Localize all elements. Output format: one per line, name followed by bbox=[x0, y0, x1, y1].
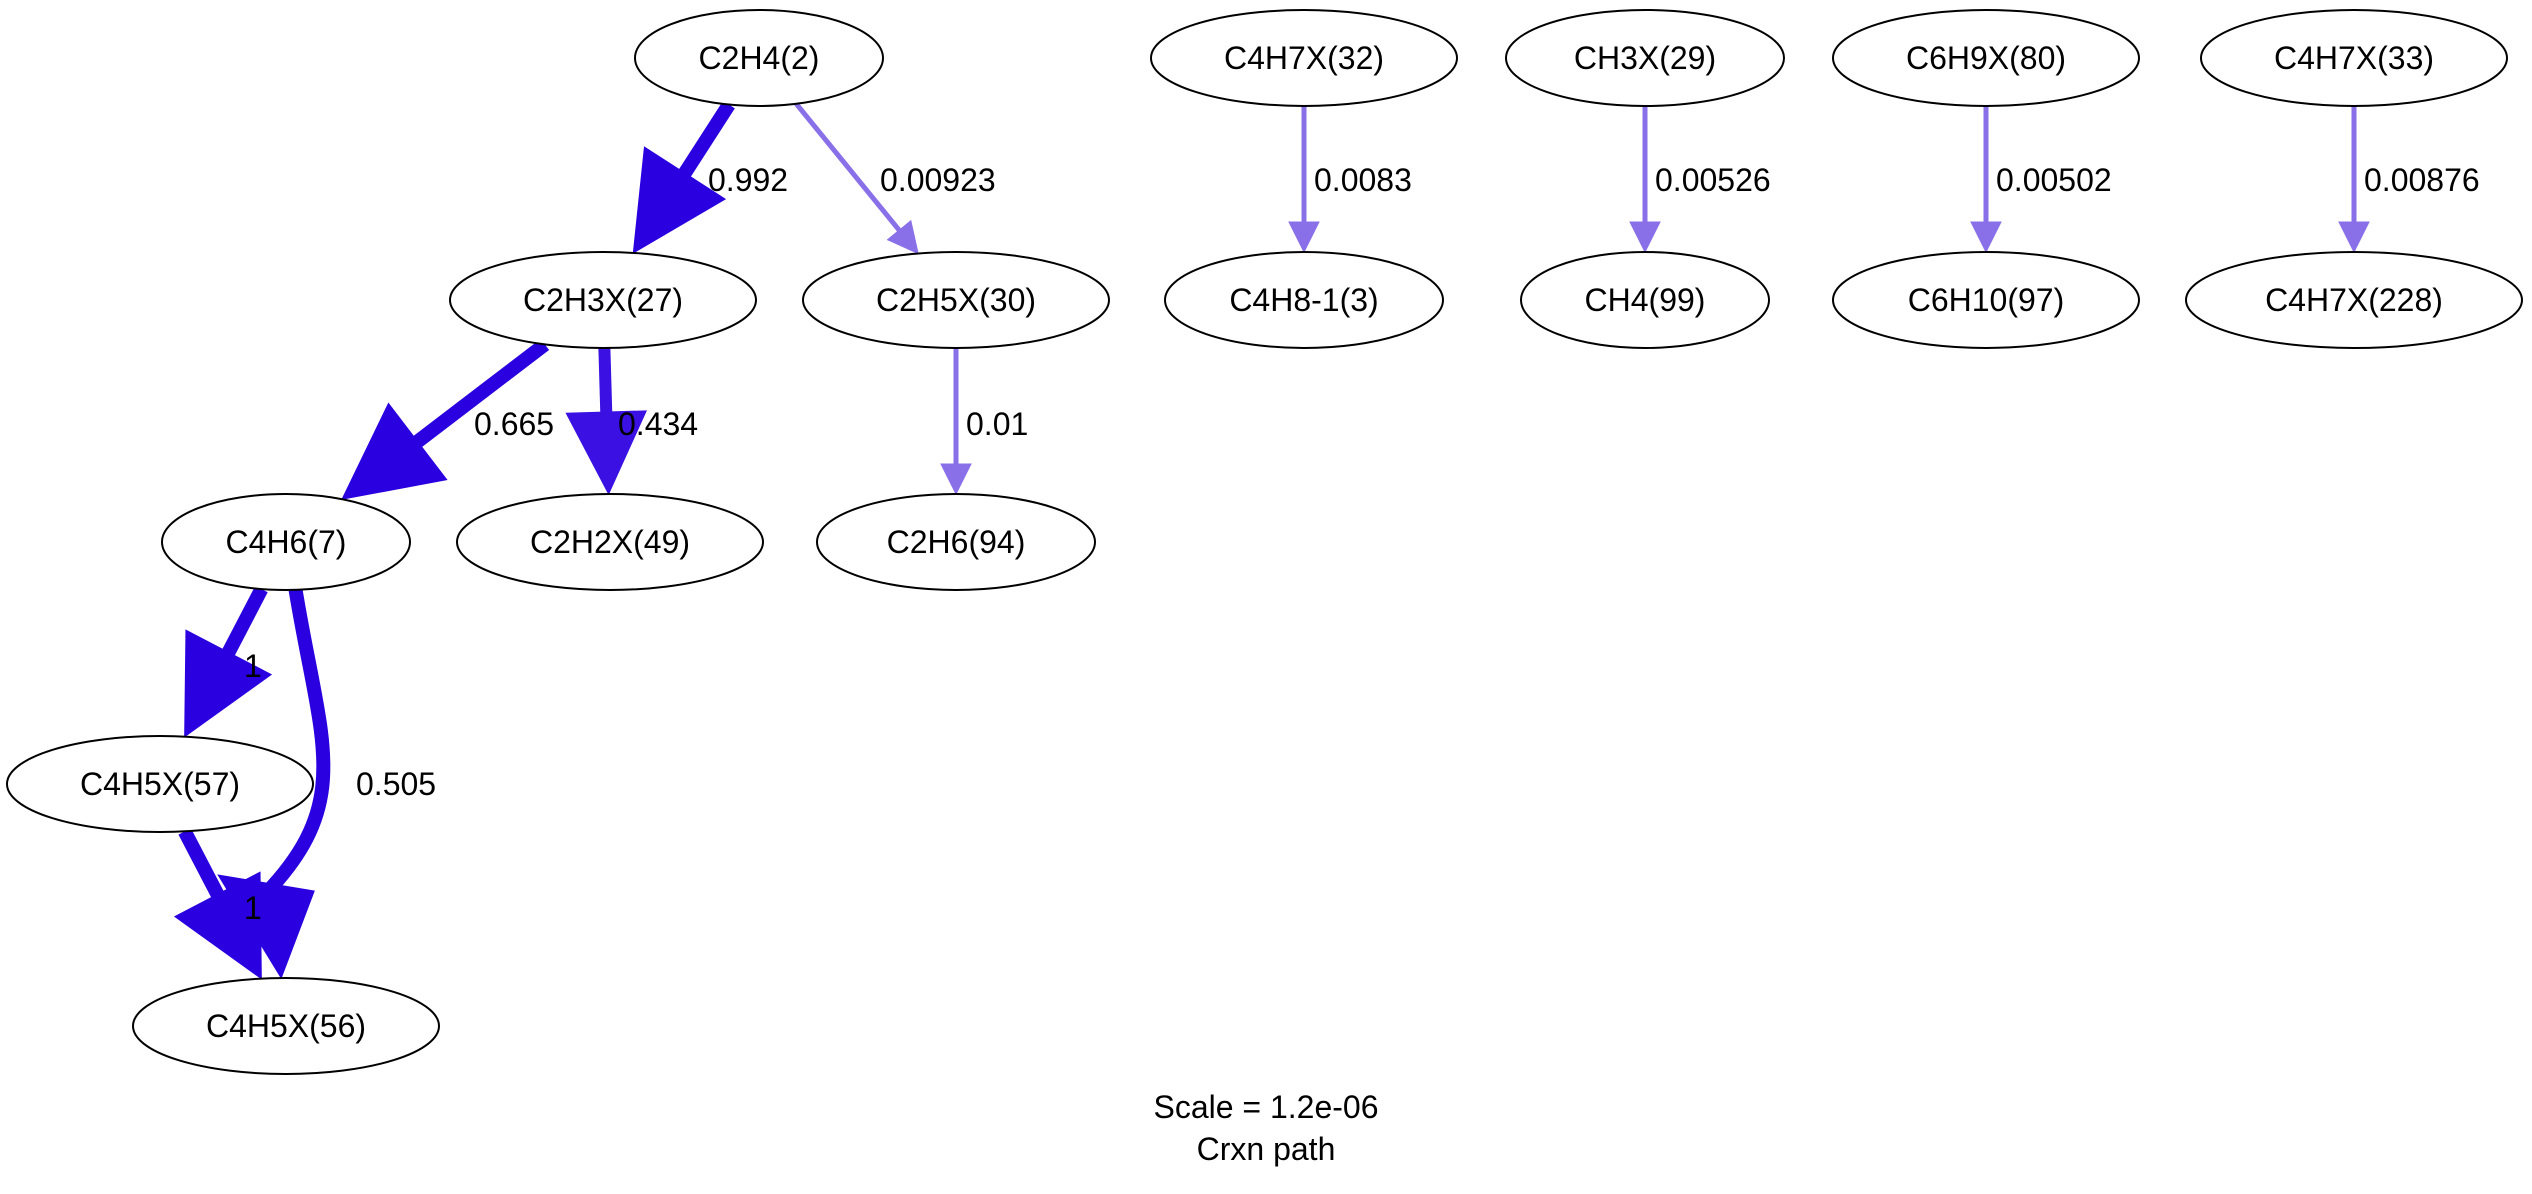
edge-C2H4_2-to-C2H3X_27: 0.992 bbox=[632, 100, 788, 254]
node-C2H2X_49: C2H2X(49) bbox=[456, 493, 764, 591]
node-ellipse bbox=[6, 735, 314, 833]
edge-C6H9X_80-to-C6H10_97: 0.00502 bbox=[1970, 106, 2112, 254]
node-ellipse bbox=[132, 977, 440, 1075]
arrowhead bbox=[940, 463, 972, 496]
arrowhead bbox=[173, 871, 262, 980]
node-ellipse bbox=[816, 493, 1096, 591]
node-ellipse bbox=[1150, 9, 1458, 107]
node-ellipse bbox=[1832, 251, 2140, 349]
edge-line bbox=[221, 585, 268, 658]
edges-layer: 0.992 0.00923 0.0083 0.00526 0.00502 0.00876 0… bbox=[173, 100, 2480, 980]
arrowhead bbox=[341, 402, 448, 500]
arrowhead bbox=[886, 219, 919, 255]
caption-scale: Scale = 1.2e-06 bbox=[1153, 1089, 1378, 1125]
node-ellipse bbox=[802, 251, 1110, 349]
node-ellipse bbox=[1520, 251, 1770, 349]
node-label: C4H5X(57) bbox=[80, 766, 240, 802]
edge-label: 0.434 bbox=[618, 406, 698, 442]
node-label: CH3X(29) bbox=[1574, 40, 1716, 76]
nodes-layer: C2H4(2) C4H7X(32) CH3X(29) C6H9X(80) C4H7X(3… bbox=[6, 9, 2523, 1075]
node-label: C6H10(97) bbox=[1908, 282, 2065, 318]
edge-C2H5X_30-to-C2H6_94: 0.01 bbox=[940, 348, 1028, 496]
arrowhead bbox=[1970, 221, 2002, 254]
node-C4H5X_57: C4H5X(57) bbox=[6, 735, 314, 833]
node-C6H10_97: C6H10(97) bbox=[1832, 251, 2140, 349]
edge-label: 0.00526 bbox=[1655, 162, 1771, 198]
arrowhead bbox=[565, 410, 648, 496]
node-label: C4H7X(33) bbox=[2274, 40, 2434, 76]
edge-C2H3X_27-to-C2H2X_49: 0.434 bbox=[565, 347, 698, 496]
node-C4H5X_56: C4H5X(56) bbox=[132, 977, 440, 1075]
edge-label: 0.00923 bbox=[880, 162, 996, 198]
node-label: C2H4(2) bbox=[699, 40, 820, 76]
edge-C4H7X_33-to-C4H7X_228: 0.00876 bbox=[2338, 106, 2480, 254]
edge-label: 0.00502 bbox=[1996, 162, 2112, 198]
arrowhead bbox=[2338, 221, 2370, 254]
node-CH3X_29: CH3X(29) bbox=[1505, 9, 1785, 107]
edge-label: 0.992 bbox=[708, 162, 788, 198]
node-ellipse bbox=[1832, 9, 2140, 107]
edge-label: 1 bbox=[244, 890, 262, 926]
edge-CH3X_29-to-CH4_99: 0.00526 bbox=[1629, 106, 1771, 254]
edge-C2H4_2-to-C2H5X_30: 0.00923 bbox=[794, 102, 996, 255]
edge-line bbox=[598, 347, 613, 415]
node-ellipse bbox=[449, 251, 757, 349]
edge-label: 0.665 bbox=[474, 406, 554, 442]
node-CH4_99: CH4(99) bbox=[1520, 251, 1770, 349]
node-label: C2H6(94) bbox=[887, 524, 1026, 560]
node-label: C6H9X(80) bbox=[1906, 40, 2066, 76]
node-C2H3X_27: C2H3X(27) bbox=[449, 251, 757, 349]
arrowhead bbox=[1629, 221, 1661, 254]
node-ellipse bbox=[456, 493, 764, 591]
node-ellipse bbox=[161, 493, 411, 591]
node-C6H9X_80: C6H9X(80) bbox=[1832, 9, 2140, 107]
node-C4H7X_228: C4H7X(228) bbox=[2185, 251, 2523, 349]
node-ellipse bbox=[2185, 251, 2523, 349]
edge-line bbox=[411, 338, 550, 449]
arrowhead bbox=[632, 146, 727, 254]
edge-C2H3X_27-to-C4H6_7: 0.665 bbox=[341, 338, 554, 500]
edge-line bbox=[677, 100, 735, 179]
diagram-caption: Scale = 1.2e-06 Crxn path bbox=[1153, 1089, 1378, 1167]
node-label: C4H7X(32) bbox=[1224, 40, 1384, 76]
node-C2H6_94: C2H6(94) bbox=[816, 493, 1096, 591]
caption-title: Crxn path bbox=[1197, 1131, 1336, 1167]
arrowhead bbox=[1288, 221, 1320, 254]
node-label: C4H8-1(3) bbox=[1229, 282, 1378, 318]
edge-C4H6_7-to-C4H5X_57: 1 bbox=[184, 585, 273, 738]
node-ellipse bbox=[634, 9, 884, 107]
node-label: C2H5X(30) bbox=[876, 282, 1036, 318]
node-label: C4H5X(56) bbox=[206, 1008, 366, 1044]
node-ellipse bbox=[1164, 251, 1444, 349]
node-label: C4H6(7) bbox=[226, 524, 347, 560]
node-C4H7X_33: C4H7X(33) bbox=[2200, 9, 2508, 107]
edge-label: 0.01 bbox=[966, 406, 1028, 442]
edge-label: 0.505 bbox=[356, 766, 436, 802]
edge-line bbox=[178, 828, 225, 900]
node-label: C2H2X(49) bbox=[530, 524, 690, 560]
node-ellipse bbox=[2200, 9, 2508, 107]
arrowhead bbox=[184, 629, 273, 738]
edge-label: 0.0083 bbox=[1314, 162, 1412, 198]
edge-line bbox=[261, 588, 331, 898]
edge-line bbox=[794, 102, 903, 234]
edge-C4H5X_57-to-C4H5X_56: 1 bbox=[173, 828, 262, 980]
node-label: C4H7X(228) bbox=[2265, 282, 2443, 318]
edge-label: 1 bbox=[244, 648, 262, 684]
node-C4H7X_32: C4H7X(32) bbox=[1150, 9, 1458, 107]
node-C4H6_7: C4H6(7) bbox=[161, 493, 411, 591]
edge-label: 0.00876 bbox=[2364, 162, 2480, 198]
node-C4H8_1_3: C4H8-1(3) bbox=[1164, 251, 1444, 349]
edge-C4H7X_32-to-C4H8_1_3: 0.0083 bbox=[1288, 106, 1412, 254]
node-label: C2H3X(27) bbox=[523, 282, 683, 318]
node-ellipse bbox=[1505, 9, 1785, 107]
node-C2H5X_30: C2H5X(30) bbox=[802, 251, 1110, 349]
node-label: CH4(99) bbox=[1585, 282, 1706, 318]
node-C2H4_2: C2H4(2) bbox=[634, 9, 884, 107]
